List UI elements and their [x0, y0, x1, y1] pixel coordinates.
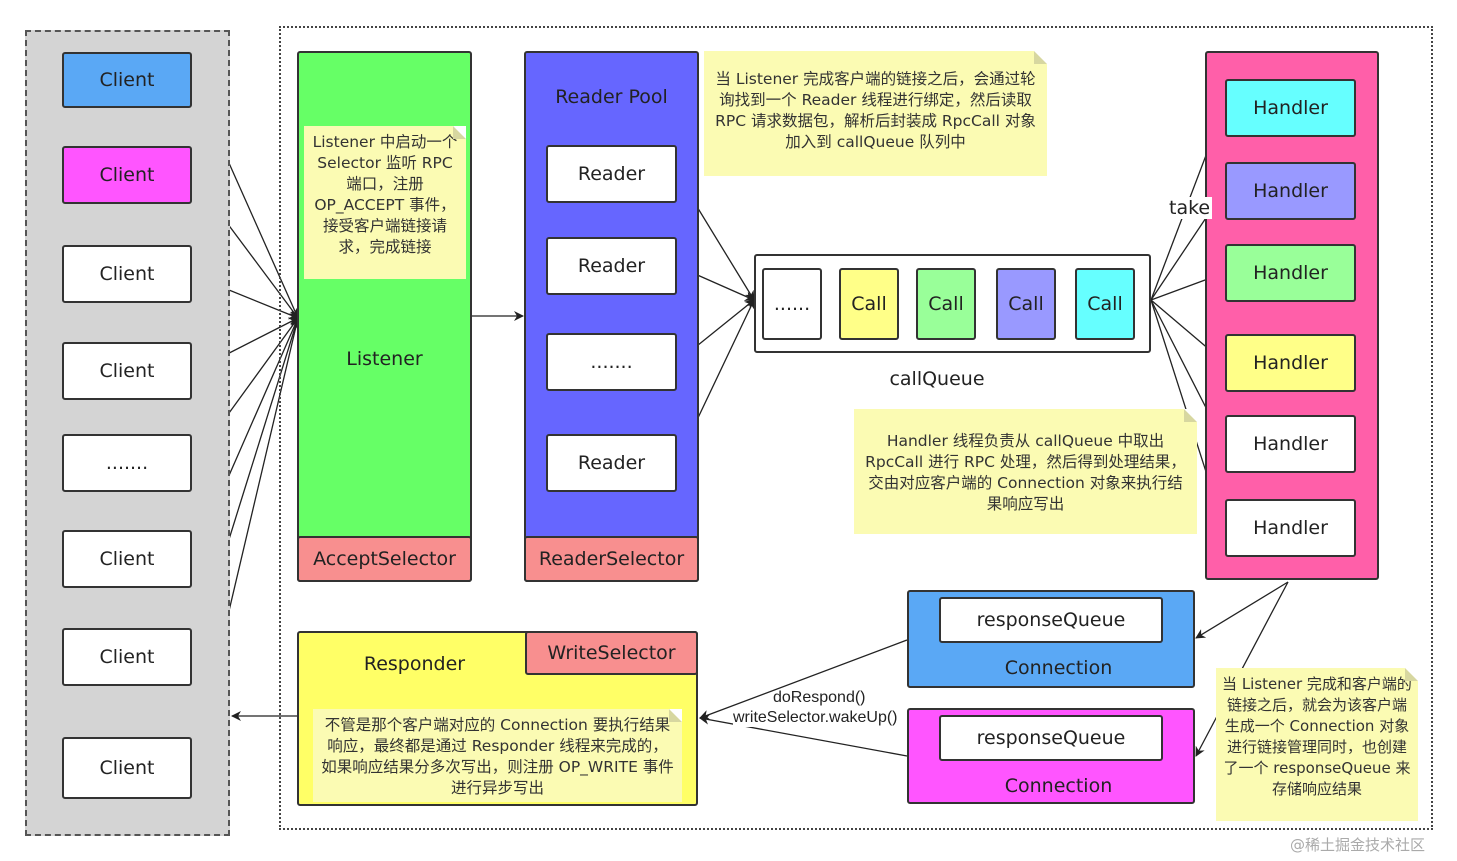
client-box[interactable]: Client	[62, 342, 192, 400]
call-queue-label: callQueue	[889, 368, 985, 390]
listener-note: Listener 中启动一个 Selector 监听 RPC 端口，注册 OP_…	[304, 126, 466, 279]
handler-note: Handler 线程负责从 callQueue 中取出 RpcCall 进行 R…	[854, 409, 1197, 534]
reader-note: 当 Listener 完成客户端的链接之后，会通过轮询找到一个 Reader 线…	[704, 51, 1047, 176]
do-respond-label: doRespond()	[773, 689, 866, 706]
client-box[interactable]: Client	[62, 52, 192, 108]
server-boundary	[279, 26, 1433, 830]
client-box[interactable]: Client	[62, 628, 192, 686]
reader-selector[interactable]: ReaderSelector	[524, 536, 699, 582]
handler-box[interactable]: Handler	[1225, 244, 1356, 302]
handler-box[interactable]: Handler	[1225, 162, 1356, 220]
call-item[interactable]: Call	[916, 268, 976, 340]
wakeup-label: writeSelector.wakeUp()	[733, 709, 898, 727]
call-item[interactable]: Call	[996, 268, 1056, 340]
client-box[interactable]: Client	[62, 737, 192, 799]
take-label: take	[1167, 197, 1213, 219]
responder-note: 不管是那个客户端对应的 Connection 要执行结果响应，最终都是通过 Re…	[313, 709, 682, 802]
handler-box[interactable]: Handler	[1225, 79, 1356, 137]
connection-label: Connection	[1004, 657, 1113, 679]
handler-box[interactable]: Handler	[1225, 415, 1356, 473]
call-item[interactable]: ......	[762, 268, 822, 340]
reader-box[interactable]: .......	[546, 333, 677, 391]
accept-selector[interactable]: AcceptSelector	[297, 536, 472, 582]
watermark: @稀土掘金技术社区	[1290, 836, 1426, 854]
call-item[interactable]: Call	[839, 268, 899, 340]
client-box[interactable]: Client	[62, 530, 192, 588]
client-box[interactable]: Client	[62, 245, 192, 303]
client-box[interactable]: .......	[62, 434, 192, 492]
write-selector[interactable]: WriteSelector	[525, 631, 698, 675]
reader-box[interactable]: Reader	[546, 237, 677, 295]
response-queue[interactable]: responseQueue	[939, 597, 1163, 643]
connection-note: 当 Listener 完成和客户端的链接之后，就会为该客户端生成一个 Conne…	[1216, 668, 1418, 821]
responder-title: Responder	[363, 653, 466, 675]
connection-label: Connection	[1004, 775, 1113, 797]
handler-box[interactable]: Handler	[1225, 499, 1356, 557]
reader-box[interactable]: Reader	[546, 145, 677, 203]
handler-box[interactable]: Handler	[1225, 334, 1356, 392]
reader-pool[interactable]	[524, 51, 699, 582]
client-box[interactable]: Client	[62, 146, 192, 204]
handler-pool[interactable]	[1205, 51, 1379, 580]
reader-box[interactable]: Reader	[546, 434, 677, 492]
call-item[interactable]: Call	[1075, 268, 1135, 340]
response-queue[interactable]: responseQueue	[939, 715, 1163, 761]
reader-pool-title: Reader Pool	[555, 86, 668, 108]
listener-title: Listener	[346, 348, 423, 370]
